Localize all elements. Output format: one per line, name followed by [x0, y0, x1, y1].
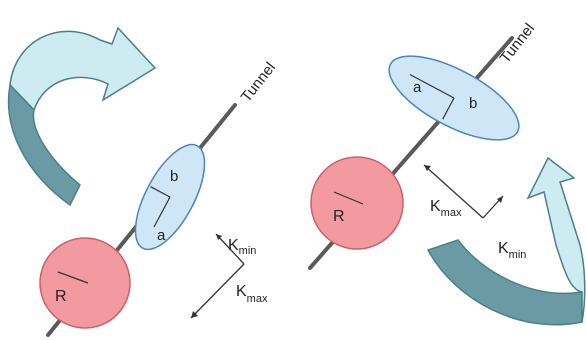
right-kmax-label: Kmax [430, 198, 462, 219]
left-panel: Tunnel b a R Kmin Kmax [7, 26, 279, 337]
left-ellipse-semi-minor-axis [150, 186, 171, 198]
left-kmax-arrowhead [191, 311, 198, 318]
left-rotation-arrow [7, 26, 157, 207]
left-tunnel-label: Tunnel [238, 59, 279, 105]
left-kmin-label: Kmin [228, 237, 256, 257]
right-sphere-radius [333, 191, 364, 205]
left-kmin-axis [215, 233, 245, 265]
right-kmin-main: K [498, 240, 509, 257]
left-kmax-sub: max [247, 293, 268, 305]
right-ellipse-semi-major-axis [409, 73, 455, 99]
right-kmin-label: Kmin [498, 240, 526, 261]
left-kmin-sub: min [239, 245, 257, 257]
right-rotation-arrow-band [526, 156, 586, 323]
left-rotation-arrow-tail [7, 83, 81, 207]
left-rotation-arrow-band [9, 26, 157, 112]
right-kmax-main: K [430, 198, 441, 215]
right-kmax-arrowhead [424, 165, 431, 171]
left-kmax-main: K [236, 283, 247, 300]
left-ellipse-semi-major-axis [153, 196, 171, 228]
left-ellipse [134, 143, 206, 251]
left-sphere [39, 237, 131, 329]
left-kmax-label: Kmax [236, 283, 268, 305]
left-sphere-radius [57, 271, 89, 284]
right-rotation-arrow [426, 156, 586, 326]
right-kmin-arrowhead [497, 196, 503, 203]
left-kmax-axis [190, 263, 245, 319]
right-k-axes [423, 164, 504, 219]
left-sphere-label-r: R [55, 288, 67, 305]
left-kmin-arrowhead [216, 234, 222, 240]
left-ellipse-label-b: b [170, 168, 178, 185]
right-kmax-axis [423, 164, 484, 219]
left-k-axes [190, 233, 245, 319]
right-ellipse-label-a: a [413, 79, 422, 96]
right-ellipse [388, 55, 520, 141]
right-kmin-sub: min [509, 249, 527, 261]
left-ellipse-label-a: a [157, 227, 166, 244]
right-ellipse-label-b: b [469, 95, 477, 112]
right-kmax-sub: max [441, 207, 462, 219]
left-kmin-main: K [228, 237, 239, 254]
right-sphere-label-r: R [333, 208, 345, 225]
right-ellipse-semi-minor-axis [442, 97, 455, 120]
right-sphere [310, 156, 404, 250]
right-tunnel-label: Tunnel [497, 20, 538, 66]
right-panel: Tunnel a b R Kmax Kmin [308, 20, 586, 326]
